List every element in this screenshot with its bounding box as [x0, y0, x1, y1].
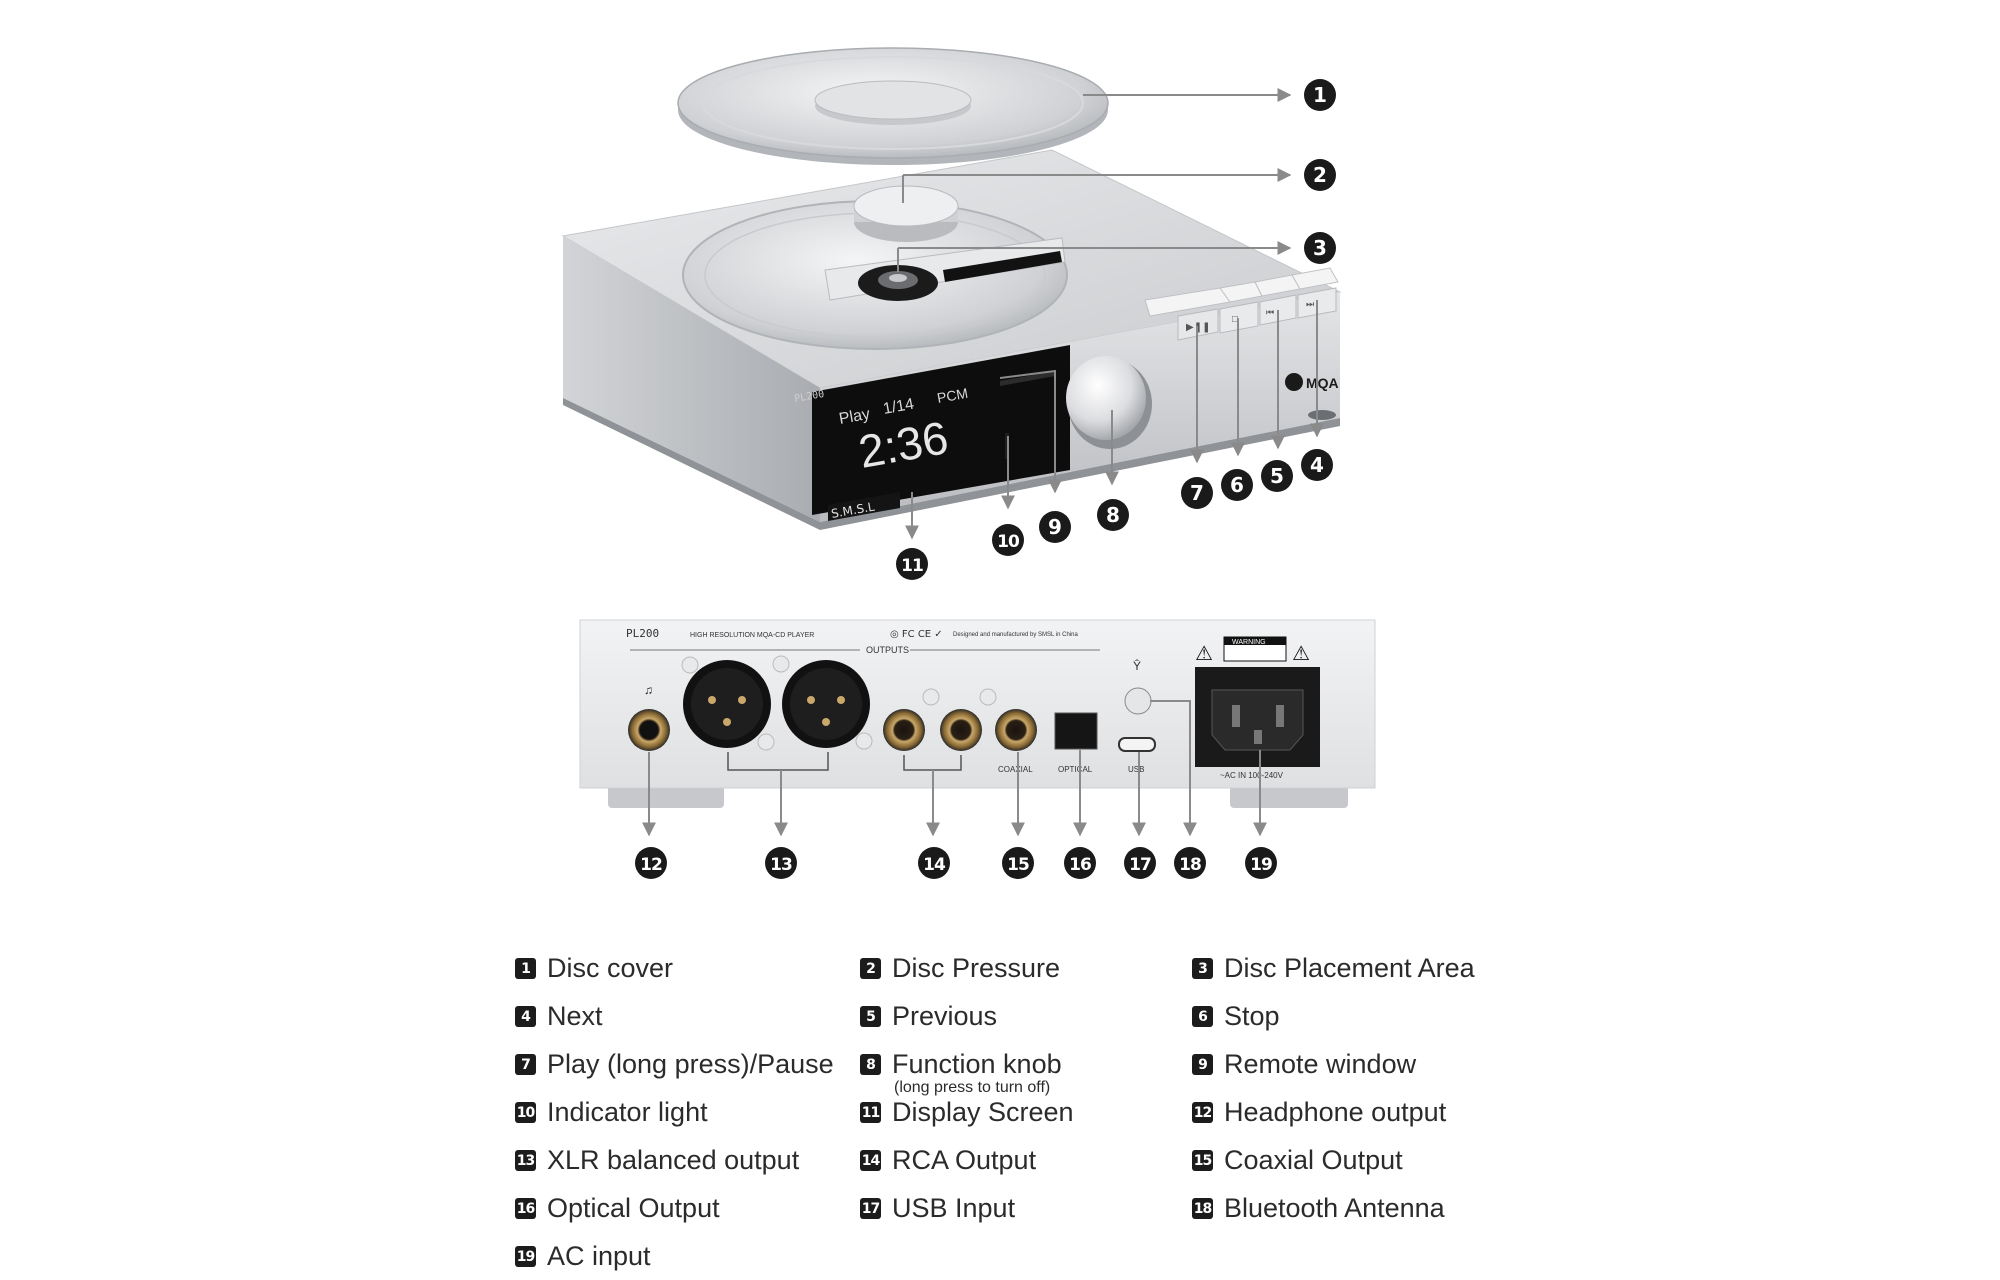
mqa-logo: MQA	[1285, 373, 1339, 391]
coaxial-label: COAXIAL	[998, 765, 1033, 774]
callout-arrows	[642, 88, 1324, 837]
svg-text:12: 12	[640, 855, 662, 875]
antenna-icon: Ŷ	[1133, 658, 1141, 673]
play-pause-button[interactable]: ▶❚❚	[1144, 287, 1231, 341]
ac-label: ~AC IN 100-240V	[1220, 771, 1284, 780]
brand-plate	[828, 492, 900, 521]
callout-13: 13	[765, 847, 797, 879]
rear-made-in: Designed and manufactured by SMSL in Chi…	[953, 632, 1079, 638]
callout-19: 19	[1245, 847, 1277, 879]
next-icon: ⏭	[1306, 299, 1314, 309]
front-device: PL200 Play 1/14 PCM 2:36 S.M.S.L ▶❚❚	[561, 149, 1342, 530]
rear-device: PL200 HIGH RESOLUTION MQA-CD PLAYER ◎ FC…	[579, 619, 1376, 808]
callout-12: 12	[635, 847, 667, 879]
rca-left[interactable]	[883, 709, 925, 751]
headphone-icon: ♫	[644, 683, 653, 697]
svg-text:11: 11	[901, 556, 923, 576]
callout-16: 16	[1064, 847, 1096, 879]
svg-text:5: 5	[1270, 464, 1284, 488]
svg-text:4: 4	[1310, 453, 1324, 477]
svg-text:9: 9	[1048, 515, 1062, 539]
svg-text:19: 19	[1250, 855, 1272, 875]
warning-triangle-right-icon: ⚠	[1292, 643, 1310, 665]
screen-format: PCM	[936, 385, 969, 406]
rear-subtitle: HIGH RESOLUTION MQA-CD PLAYER	[690, 632, 814, 639]
callout-18: 18	[1174, 847, 1206, 879]
callout-2: 2	[1304, 159, 1336, 191]
callout-5: 5	[1261, 460, 1293, 492]
svg-text:13: 13	[770, 855, 792, 875]
model-badge: PL200	[794, 389, 826, 405]
svg-text:17: 17	[1129, 855, 1151, 875]
svg-text:10: 10	[997, 532, 1020, 552]
svg-text:2: 2	[1313, 163, 1327, 187]
screen-status: Play	[838, 406, 872, 428]
callout-6: 6	[1221, 469, 1253, 501]
svg-text:18: 18	[1179, 855, 1201, 875]
control-buttons: ▶❚❚ □ ⏮ ⏭	[1144, 267, 1339, 341]
callout-15: 15	[1002, 847, 1034, 879]
disc-pressure	[853, 185, 959, 242]
xlr-right[interactable]	[782, 660, 870, 748]
warning-triangle-left-icon: ⚠	[1195, 643, 1213, 665]
svg-text:8: 8	[1106, 503, 1120, 527]
svg-text:MQA: MQA	[1306, 375, 1339, 391]
callout-14: 14	[918, 847, 950, 879]
arrow-18	[1150, 700, 1197, 837]
rear-title: PL200	[626, 627, 659, 640]
outputs-label: OUTPUTS	[866, 645, 909, 655]
arrow-9	[999, 369, 1062, 494]
warning-label: WARNING	[1232, 639, 1266, 646]
remote-window	[1000, 371, 1055, 386]
callout-11: 11	[896, 548, 928, 580]
rca-right[interactable]	[940, 709, 982, 751]
optical-port[interactable]	[1054, 712, 1098, 750]
coaxial-jack[interactable]	[995, 709, 1037, 751]
callout-7: 7	[1181, 477, 1213, 509]
previous-icon: ⏮	[1266, 307, 1274, 317]
function-knob[interactable]	[1066, 356, 1152, 449]
svg-text:1: 1	[1313, 83, 1327, 107]
stop-icon: □	[1232, 314, 1238, 325]
callout-4: 4	[1301, 449, 1333, 481]
svg-text:6: 6	[1230, 473, 1244, 497]
svg-text:7: 7	[1190, 481, 1204, 505]
svg-text:15: 15	[1007, 855, 1029, 875]
stop-button[interactable]: □	[1219, 281, 1263, 334]
play-pause-icon: ▶❚❚	[1186, 322, 1210, 333]
svg-text:16: 16	[1069, 855, 1091, 875]
disc-cover	[677, 47, 1109, 165]
xlr-left[interactable]	[683, 660, 771, 748]
bluetooth-antenna[interactable]	[1124, 687, 1152, 715]
svg-text:14: 14	[923, 855, 946, 875]
callout-8: 8	[1097, 499, 1129, 531]
svg-text:3: 3	[1313, 236, 1327, 260]
usb-port[interactable]	[1118, 737, 1156, 752]
optical-label: OPTICAL	[1058, 765, 1093, 774]
device-side-face	[563, 236, 820, 522]
callout-10: 10	[992, 524, 1024, 556]
callout-17: 17	[1124, 847, 1156, 879]
usb-label: USB	[1128, 765, 1144, 774]
callout-9: 9	[1039, 511, 1071, 543]
callout-1: 1	[1304, 79, 1336, 111]
rear-fcc-marks: ◎ FC CE ✓	[890, 629, 943, 640]
screen-track: 1/14	[882, 396, 916, 418]
display-screen	[812, 345, 1070, 515]
callout-3: 3	[1304, 232, 1336, 264]
